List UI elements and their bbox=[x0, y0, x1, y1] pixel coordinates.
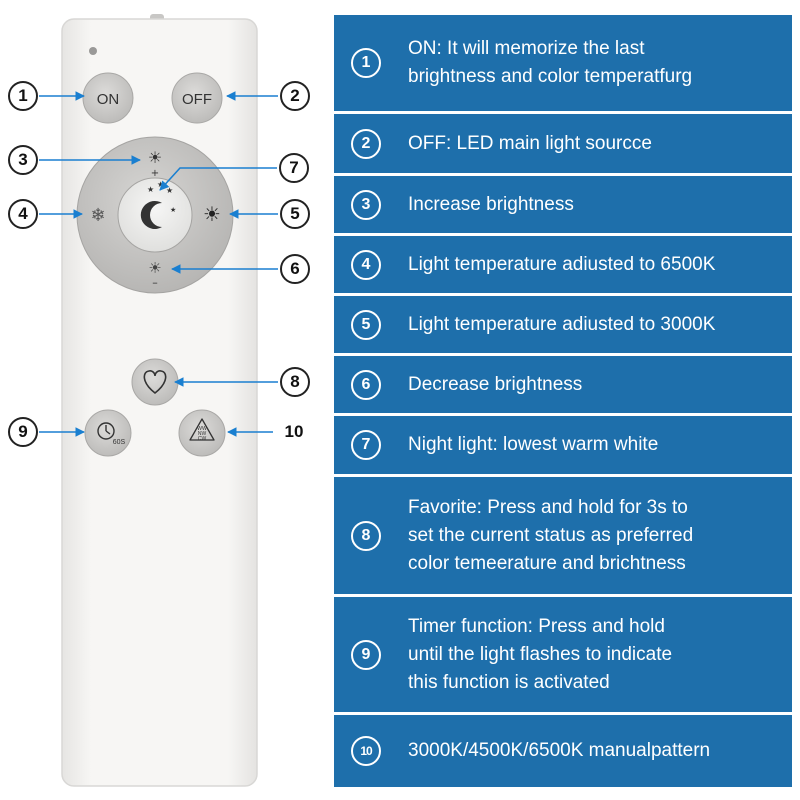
svg-text:☀: ☀ bbox=[148, 148, 162, 167]
callout-7: 7 bbox=[279, 153, 309, 183]
cct-label-ww: WW bbox=[197, 426, 207, 432]
callout-4: 4 bbox=[8, 199, 38, 229]
table-row: 6 Decrease brightness bbox=[334, 356, 792, 413]
heart-icon bbox=[143, 370, 167, 395]
row-number-cell: 4 bbox=[334, 236, 398, 293]
table-row: 8 Favorite: Press and hold for 3s to set… bbox=[334, 477, 792, 594]
row-number-cell: 3 bbox=[334, 176, 398, 233]
cct-label-nw: NW bbox=[198, 431, 207, 437]
row-number: 10 bbox=[351, 736, 381, 766]
function-table: 1 ON: It will memorize the last brightne… bbox=[334, 15, 792, 787]
row-number-cell: 6 bbox=[334, 356, 398, 413]
cool-temperature-icon[interactable]: ❄ bbox=[90, 205, 105, 226]
timer-label: 60S bbox=[113, 439, 126, 446]
callout-5: 5 bbox=[280, 199, 310, 229]
table-row: 4 Light temperature adiusted to 6500K bbox=[334, 236, 792, 293]
indicator-led bbox=[89, 47, 97, 55]
row-number-cell: 10 bbox=[334, 715, 398, 787]
callout-1: 1 bbox=[8, 81, 38, 111]
table-row: 1 ON: It will memorize the last brightne… bbox=[334, 15, 792, 111]
table-row: 10 3000K/4500K/6500K manualpattern bbox=[334, 715, 792, 787]
row-number-cell: 5 bbox=[334, 296, 398, 353]
table-row: 3 Increase brightness bbox=[334, 176, 792, 233]
callout-9: 9 bbox=[8, 417, 38, 447]
callout-8: 8 bbox=[280, 367, 310, 397]
row-description: Favorite: Press and hold for 3s to set t… bbox=[408, 496, 694, 574]
svg-text:+: + bbox=[151, 168, 159, 179]
row-description: Timer function: Press and hold until the… bbox=[408, 615, 673, 693]
row-number: 7 bbox=[351, 430, 381, 460]
row-number: 9 bbox=[351, 639, 381, 670]
night-light-button[interactable] bbox=[117, 177, 193, 253]
timer-button[interactable]: 60S bbox=[84, 409, 132, 457]
clock-icon bbox=[97, 422, 115, 440]
row-description: Light temperature adiusted to 6500K bbox=[408, 253, 716, 275]
cct-cycle-button[interactable]: WW NW CW bbox=[178, 409, 226, 457]
row-number: 3 bbox=[351, 189, 381, 220]
brightness-down-icon[interactable]: ☀ – bbox=[148, 259, 161, 289]
row-number: 8 bbox=[351, 520, 381, 551]
brightness-up-icon[interactable]: ☀ + bbox=[148, 148, 162, 179]
svg-text:❄: ❄ bbox=[90, 205, 105, 226]
cycle-icon bbox=[189, 418, 215, 441]
remote-control: ON OFF ★ ★ ★ ★ ☀ + ❄ bbox=[61, 14, 258, 787]
on-button-label: ON bbox=[97, 91, 120, 108]
row-description: OFF: LED main light sourcce bbox=[408, 132, 652, 154]
svg-text:★: ★ bbox=[166, 186, 173, 195]
row-number: 1 bbox=[351, 48, 381, 78]
callout-2: 2 bbox=[280, 81, 310, 111]
svg-text:☀: ☀ bbox=[148, 259, 161, 277]
table-row: 7 Night light: lowest warm white bbox=[334, 416, 792, 474]
row-description: ON: It will memorize the last brightness… bbox=[408, 38, 693, 87]
svg-text:–: – bbox=[152, 276, 158, 289]
row-description: Decrease brightness bbox=[408, 373, 583, 395]
favorite-button[interactable] bbox=[131, 358, 179, 406]
table-row: 9 Timer function: Press and hold until t… bbox=[334, 597, 792, 712]
row-number-cell: 9 bbox=[334, 597, 398, 712]
off-button[interactable]: OFF bbox=[171, 72, 223, 124]
callout-6: 6 bbox=[280, 254, 310, 284]
row-description: 3000K/4500K/6500K manualpattern bbox=[408, 740, 711, 761]
callout-10: 10 bbox=[284, 422, 304, 441]
row-number-cell: 7 bbox=[334, 416, 398, 474]
row-number: 6 bbox=[351, 369, 381, 400]
row-description: Light temperature adiusted to 3000K bbox=[408, 313, 716, 335]
callout-arrows bbox=[39, 91, 278, 437]
callout-3: 3 bbox=[8, 145, 38, 175]
row-description: Increase brightness bbox=[408, 193, 574, 215]
row-number-cell: 1 bbox=[334, 15, 398, 111]
on-button[interactable]: ON bbox=[82, 72, 134, 124]
svg-text:☀: ☀ bbox=[203, 202, 221, 226]
warm-temperature-icon[interactable]: ☀ bbox=[203, 202, 221, 226]
row-number-cell: 8 bbox=[334, 477, 398, 594]
row-number-cell: 2 bbox=[334, 114, 398, 173]
table-row: 2 OFF: LED main light sourcce bbox=[334, 114, 792, 173]
row-number: 2 bbox=[351, 128, 381, 159]
svg-text:★: ★ bbox=[147, 185, 154, 194]
off-button-label: OFF bbox=[182, 91, 212, 108]
table-row: 5 Light temperature adiusted to 3000K bbox=[334, 296, 792, 353]
row-number: 4 bbox=[351, 249, 381, 280]
row-number: 5 bbox=[351, 309, 381, 340]
svg-text:★: ★ bbox=[170, 206, 176, 214]
cct-label-cw: CW bbox=[198, 436, 207, 442]
row-description: Night light: lowest warm white bbox=[408, 434, 659, 455]
